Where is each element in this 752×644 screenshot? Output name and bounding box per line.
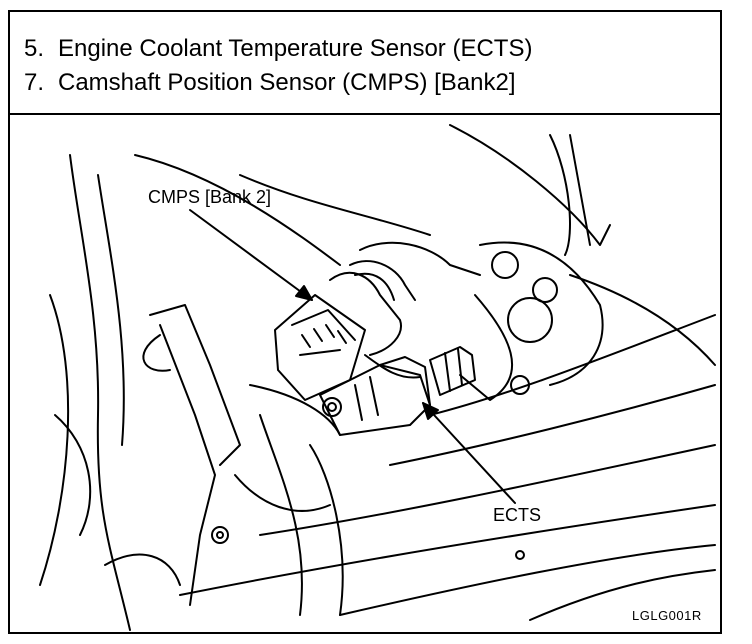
caption-header: 5. Engine Coolant Temperature Sensor (ECT… xyxy=(10,12,720,115)
ects-arrowhead xyxy=(422,402,439,420)
callout-arrows xyxy=(189,209,516,504)
engine-illustration-area: CMPS [Bank 2] ECTS LGLG001R xyxy=(10,115,720,632)
cmps-arrowhead xyxy=(295,285,313,301)
cmps-callout-label: CMPS [Bank 2] xyxy=(148,187,272,207)
figure-frame: 5. Engine Coolant Temperature Sensor (ECT… xyxy=(8,10,722,634)
cmps-sensor-drawing xyxy=(274,260,421,401)
ects-callout-label: ECTS xyxy=(493,505,542,525)
ects-sensor-drawing xyxy=(319,346,476,436)
engine-line-drawing xyxy=(39,124,716,631)
caption-number: 7. xyxy=(24,69,45,96)
caption-text: Camshaft Position Sensor (CMPS) [Bank2] xyxy=(58,69,516,96)
caption-item-cmps: 7. Camshaft Position Sensor (CMPS) [Bank2… xyxy=(24,66,720,100)
caption-item-ects: 5. Engine Coolant Temperature Sensor (ECT… xyxy=(24,32,720,66)
caption-number: 5. xyxy=(24,35,45,62)
ects-leader-line xyxy=(422,402,516,504)
caption-text: Engine Coolant Temperature Sensor (ECTS) xyxy=(58,35,533,62)
cmps-leader-line xyxy=(189,209,313,301)
figure-code: LGLG001R xyxy=(632,608,702,623)
engine-background-outline xyxy=(39,124,716,631)
